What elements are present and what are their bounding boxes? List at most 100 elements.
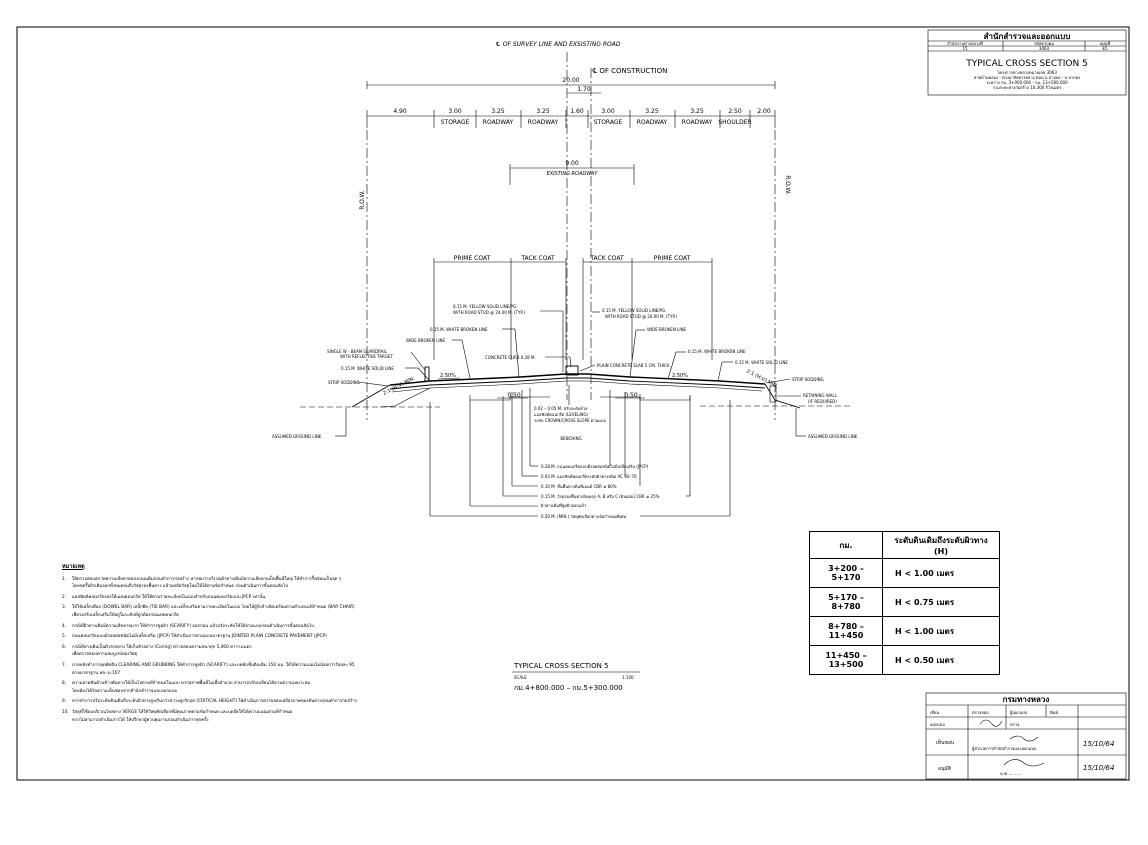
tack-coat-right: TACK COAT [589, 255, 624, 262]
assumed-ground-right-text: ASSUMED GROUND LINE [808, 434, 858, 439]
note-text: ให้ใช้เหล็กเดือย (DOWEL BAR) เหล็กยึด (T… [72, 605, 355, 611]
strip-sodding-left-text: STRIP SODDING [328, 380, 360, 385]
yellow-line-right-1: 0.15 M. YELLOW SOLID LINE/PG. [602, 308, 666, 313]
sheet-border [16, 26, 1130, 781]
layer-1-text: 0.28 M. ถนนคอนกรีตแบบมีรอยต่อชนิดไม่มีเห… [541, 463, 649, 469]
drawing-scale-label: SCALE [514, 675, 527, 680]
existing-roadway-dimension: 9.00 EXISTING ROADWAY [509, 160, 635, 185]
survey-line-label: ℄ OF SURVEY LINE AND EXSISTING ROAD [495, 41, 620, 48]
drawing-title-text: TYPICAL CROSS SECTION 5 [513, 662, 609, 670]
retaining-wall-text-2: (IF REQUIRED) [808, 399, 837, 404]
table-row: 11+450 – 13+500 H < 0.50 เมตร [809, 645, 1000, 675]
construction-cl-label: ℄ OF CONSTRUCTION [593, 67, 668, 75]
dim-2: 3.00 [448, 108, 462, 115]
note-text: ถนนคอนกรีตแบบมีรอยต่อชนิดไม่มีเหล็กเสริม… [72, 634, 327, 640]
table-cell-level: H < 0.75 เมตร [882, 587, 1000, 617]
approval-row1-3: ผู้ออกแบบ [1010, 710, 1028, 716]
leveling-text-2: แอสฟัลต์คอนกรีต (LEVELING) [534, 412, 589, 417]
title-block-line-1: โครงการทางหลวงหมายเลข 3063 [997, 70, 1057, 75]
note-text: แอสฟัลต์คอนกรีตรองใต้แผ่นคอนกรีต ให้ใช้ต… [72, 594, 266, 600]
notes-header: หมายเหตุ [62, 564, 85, 570]
cross-slope-right: 2.50% [672, 373, 688, 379]
title-block: สำนักสำรวจและออกแบบ สำนักงานทางหลวงที่ ร… [927, 29, 1127, 96]
title-block-line-4: รวมระยะทางก่อสร้าง 10.300 กิโลเมตร [993, 85, 1062, 90]
dim-7: 3.25 [645, 108, 659, 115]
note-subtext: เพื่อรองรับเหล็กเสริมให้อยู่ในระดับที่ถู… [72, 612, 179, 618]
yellow-line-left-2: WITH ROAD STUD @ 24.00 M. (TYP.) [453, 310, 526, 315]
note-text: ให้ตรวจสอบสภาพความเสียหายของถนนเดิมก่อนท… [72, 576, 342, 582]
wide-broken-right-text: WIDE BROKEN LINE [647, 327, 687, 332]
approval-row3-label: เห็นชอบ [936, 738, 954, 746]
note-number: 6. [62, 644, 67, 650]
note-number: 4. [62, 623, 67, 629]
note-item: 8. ความลาดชันด้านข้างคันทางให้เป็นไปตามที… [62, 681, 622, 687]
note-item: 2. แอสฟัลต์คอนกรีตรองใต้แผ่นคอนกรีต ให้ใช… [62, 595, 622, 601]
approval-row1-1: เขียน [930, 710, 939, 715]
callouts: 0.15 M. YELLOW SOLID LINE/PG. WITH ROAD … [272, 304, 858, 441]
title-block-header-2: รหัสควบคุม [1034, 41, 1054, 47]
tack-coat-left: TACK COAT [520, 255, 555, 262]
shoulder-right-dim: 0.50 [624, 392, 638, 399]
white-broken-right-text: 0.15 M. WHITE BROKEN LINE [688, 349, 746, 354]
note-text: ความลาดชันด้านข้างคันทางให้เป็นไปตามที่ก… [72, 681, 311, 687]
lane-name-2: ROADWAY [483, 119, 514, 126]
existing-roadway-text: EXISTING ROADWAY [547, 171, 599, 177]
median-width-text: 1.70 [577, 86, 591, 93]
layer-3-text: 0.10 M. ชั้นพื้นทางดินซีเมนต์ CBR ≥ 80% [541, 482, 617, 489]
title-block-header-1: สำนักงานทางหลวงที่ [947, 41, 983, 46]
row-left-label: R.O.W. [359, 190, 366, 209]
title-block-value-3: E5 [1102, 46, 1108, 51]
table-header-level: ระดับดินเดิมถึงระดับผิวทาง (H) [882, 531, 1000, 559]
table-cell-km: 5+170 – 8+780 [809, 587, 883, 617]
concrete-curb-text: CONCRETE CURB 0.28 M. [485, 355, 536, 360]
dim-4: 3.25 [536, 108, 550, 115]
title-block-line-3: ระหว่าง กม. 3+000.000 - กม. 13+500.000 [986, 80, 1068, 85]
approval-row4-name: นาย .......... [1000, 771, 1021, 776]
approval-dept: กรมทางหลวง [1003, 695, 1050, 704]
note-subtext: โดยต้องได้รับความเห็นชอบจากสำนักสำรวจและ… [72, 688, 178, 694]
lane-name-4: STORAGE [594, 119, 623, 126]
note-text: กรณีที่ทางเดิมเป็นผิวลาดยาง ให้เก็บตัวอย… [72, 644, 252, 650]
pavement-section: 2:1 (H:V) MIN. 2:1 (H:V) MIN. 2.50% 2.50… [300, 365, 850, 409]
lane-name-1: STORAGE [441, 119, 470, 126]
approval-row3-date: 15/10/64 [1083, 740, 1114, 748]
wide-broken-left-text: WIDE BROKEN LINE [406, 338, 446, 343]
table-cell-level: H < 1.00 เมตร [882, 558, 1000, 588]
signature-3 [1003, 759, 1045, 767]
approval-row2-2: ตรวจ [1010, 722, 1019, 727]
note-number: 2. [62, 594, 67, 600]
benching-text: BENCHING [560, 436, 581, 441]
note-number: 5. [62, 634, 67, 640]
title-block-header-3: แผ่นที่ [1100, 41, 1111, 46]
note-text: กรณีที่ผิวทางเดิมมีความเสียหายมาก ให้ทำก… [72, 623, 314, 629]
layer-5-text: ผิวทางเดิมที่ขูดผิวออกแล้ว [540, 503, 586, 509]
note-number: 8. [62, 681, 67, 687]
white-broken-left-text: 0.15 M. WHITE BROKEN LINE [430, 327, 488, 332]
note-number: 10. [62, 709, 69, 715]
note-item: 10.วัสดุที่ใช้ถมบริเวณไหล่ทาง VERGE ให้ใ… [62, 710, 622, 716]
title-block-value-2: 3063 [1039, 46, 1050, 51]
approval-row2-1: ออกแบบ [930, 722, 945, 727]
overall-dimension: 20.00 [366, 77, 776, 89]
table-cell-km: 3+200 – 5+170 [809, 558, 883, 588]
existing-width-text: 9.00 [565, 160, 579, 167]
table-cell-level: H < 1.00 เมตร [882, 616, 1000, 646]
note-item: 6. กรณีที่ทางเดิมเป็นผิวลาดยาง ให้เก็บตัว… [62, 645, 622, 651]
table-cell-km: 11+450 – 13+500 [809, 645, 883, 675]
notes-section: หมายเหตุ 1.ให้ตรวจสอบสภาพความเสียหายของถ… [62, 564, 622, 728]
approval-row4-label: อนุมัติ [938, 765, 951, 772]
drawing-scale-value: 1:100 [622, 675, 634, 680]
note-number: 3. [62, 605, 67, 611]
approval-row1-2: ตรวจสอบ [972, 710, 989, 715]
slab-text: PLAIN CONCRETE SLAB 5 CM. THICK [597, 363, 670, 368]
drawing-range-text: กม.4+800.000 – กม.5+300.000 [514, 684, 623, 692]
white-solid-right-text: 0.15 M. WHITE SOLID LINE [735, 360, 788, 365]
lane-name-6: ROADWAY [682, 119, 713, 126]
retaining-wall-text-1: RETAINING WALL [803, 393, 838, 398]
guardrail-text-1: SINGLE W - BEAM GUARDRAIL [327, 349, 388, 354]
note-text: ภายหลังทำการขุดตัดดิน CLEARING AND GRUBB… [72, 662, 355, 668]
note-item: 7. ภายหลังทำการขุดตัดดิน CLEARING AND GRU… [62, 663, 622, 669]
strip-sodding-right-text: STRIP SODDING [792, 377, 824, 382]
note-number: 7. [62, 662, 67, 668]
segment-dimensions: 4.90 3.00 3.25 3.25 1.60 3.00 3.25 3.25 … [366, 108, 776, 128]
